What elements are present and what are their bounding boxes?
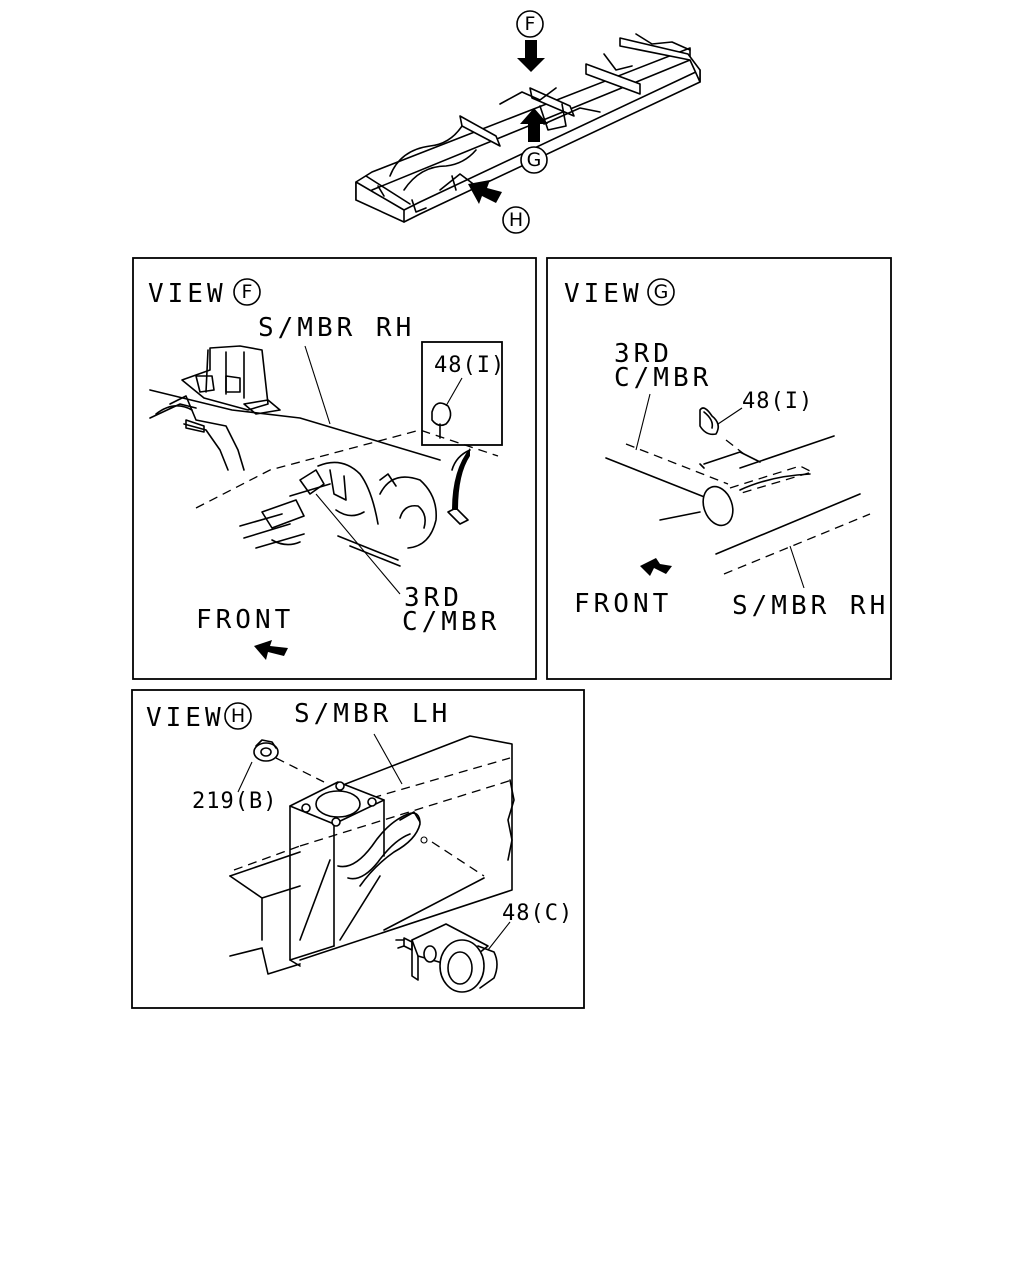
view-g-title-letter: G bbox=[654, 281, 669, 303]
marker-g-text: G bbox=[527, 149, 542, 171]
view-h-nut-label: 219(B) bbox=[192, 789, 277, 814]
view-g-title: VIEW bbox=[564, 279, 643, 309]
view-f-smbr-label: S/MBR RH bbox=[258, 313, 415, 343]
marker-h-text: H bbox=[509, 209, 523, 231]
view-f-title: VIEW bbox=[148, 279, 227, 309]
view-g-front-arrow bbox=[640, 558, 672, 576]
nut-219b bbox=[253, 739, 279, 762]
view-g-panel: VIEW G 3RD C/MBR 48(I) FRONT S/MBR RH bbox=[546, 257, 892, 680]
view-f-part-label: 48(I) bbox=[434, 353, 505, 378]
view-f-title-letter: F bbox=[242, 281, 253, 303]
view-g-front-label: FRONT bbox=[574, 589, 672, 619]
view-f-panel: VIEW F S/MBR RH 48(I) bbox=[132, 257, 537, 680]
view-h-title: VIEW bbox=[146, 703, 225, 733]
view-f-front-arrow bbox=[254, 640, 288, 660]
view-f-3rd-label-line1: 3RD bbox=[404, 583, 463, 613]
view-g-3rd-label-line2: C/MBR bbox=[614, 363, 712, 393]
arrow-f-overview bbox=[517, 40, 545, 72]
view-h-title-letter: H bbox=[231, 705, 245, 727]
view-g-part-label: 48(I) bbox=[742, 389, 813, 414]
marker-f-overview: F bbox=[516, 10, 544, 38]
view-h-panel: VIEW H S/MBR LH bbox=[131, 689, 585, 1009]
clip-48c bbox=[395, 923, 498, 993]
marker-f-text: F bbox=[525, 13, 536, 35]
view-g-smbr-label: S/MBR RH bbox=[732, 591, 889, 621]
view-f-3rd-label-line2: C/MBR bbox=[402, 607, 500, 637]
view-g-3rd-label-line1: 3RD bbox=[614, 339, 673, 369]
view-h-clip-label: 48(C) bbox=[502, 901, 573, 926]
view-h-smbr-label: S/MBR LH bbox=[294, 699, 451, 729]
marker-g-overview: G bbox=[520, 146, 548, 174]
arrow-h-overview bbox=[468, 180, 502, 204]
view-f-front-label: FRONT bbox=[196, 605, 294, 635]
arrow-g-overview bbox=[520, 108, 548, 142]
marker-h-overview: H bbox=[502, 206, 530, 234]
